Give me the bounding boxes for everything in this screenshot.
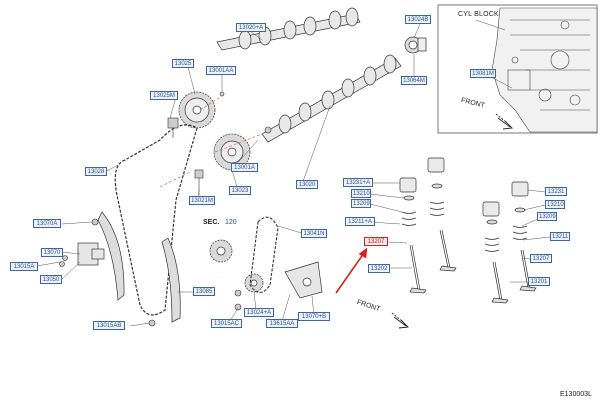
- part-callout: 13210: [351, 189, 371, 198]
- part-callout: 13201: [528, 277, 550, 286]
- part-callout: 13202: [368, 264, 390, 273]
- part-callout: 13028: [85, 167, 107, 176]
- part-callout: 13064M: [401, 76, 427, 85]
- cylinder-block-illustration: [491, 7, 598, 133]
- tension-guide: [161, 237, 181, 323]
- part-callout: 13015AC: [211, 319, 242, 328]
- part-callout: 13070A: [33, 219, 61, 228]
- section-label: SEC.: [203, 219, 220, 226]
- part-callout: 13211: [550, 232, 570, 241]
- inset-title: CYL BLOCK: [458, 11, 499, 18]
- part-callout: 13041N: [301, 229, 327, 238]
- part-callout: 13615AA: [266, 319, 298, 328]
- primary-timing-chain: [114, 124, 198, 316]
- part-callout: 13015A: [10, 262, 38, 271]
- intake-camshaft: [261, 54, 402, 143]
- exhaust-camshaft: [216, 7, 361, 51]
- secondary-timing-chain: [249, 216, 279, 294]
- part-callout: 13231+A: [343, 178, 373, 187]
- part-callout: 13001AA: [206, 66, 236, 75]
- inset-front-arrow: [495, 113, 513, 130]
- part-callout: 13023: [229, 186, 251, 195]
- part-callout: 13015AB: [93, 321, 125, 330]
- part-callout: 13020: [296, 180, 318, 189]
- part-callout: 13211+A: [345, 217, 375, 226]
- inset-leader-line: [475, 19, 506, 31]
- slack-guide: [97, 211, 125, 301]
- intake-cam-sprocket: [213, 133, 251, 171]
- part-callout: 13050: [40, 275, 62, 284]
- camshaft-end-plug: [404, 36, 427, 54]
- part-callout: 13209: [537, 212, 557, 221]
- alignment-lines: [159, 95, 263, 188]
- part-callout: 13024+A: [244, 308, 274, 317]
- exhaust-cam-sprocket: [178, 91, 216, 129]
- valve-train-left: [399, 157, 457, 294]
- part-callout: 13025M: [150, 91, 178, 100]
- part-callout-highlighted: 13207: [364, 237, 388, 246]
- part-callout: 13070+B: [298, 312, 330, 321]
- section-reference: 120: [225, 219, 237, 226]
- crank-sprocket: [209, 239, 233, 263]
- highlight-arrow: [335, 247, 368, 294]
- secondary-tensioner: [284, 261, 323, 299]
- part-callout: 13070: [41, 248, 63, 257]
- part-callout: 13209: [351, 199, 371, 208]
- front-arrow: [391, 312, 409, 329]
- balancer-sprocket: [244, 273, 264, 293]
- part-callout: 13207: [530, 254, 552, 263]
- part-callout: 13081M: [470, 69, 496, 78]
- part-callout: 13210: [545, 200, 565, 209]
- chain-tensioner: [77, 242, 105, 266]
- part-callout: 13020+A: [236, 23, 266, 32]
- part-callout: 13021M: [189, 196, 215, 205]
- part-callout: 13025: [172, 59, 194, 68]
- bolts: [59, 91, 272, 327]
- part-callout: 13024B: [405, 15, 431, 24]
- part-callout: 13085: [193, 287, 215, 296]
- part-callout: 13231: [545, 187, 567, 196]
- figure-id: E130003L: [560, 391, 592, 398]
- part-callout: 13001A: [231, 163, 258, 172]
